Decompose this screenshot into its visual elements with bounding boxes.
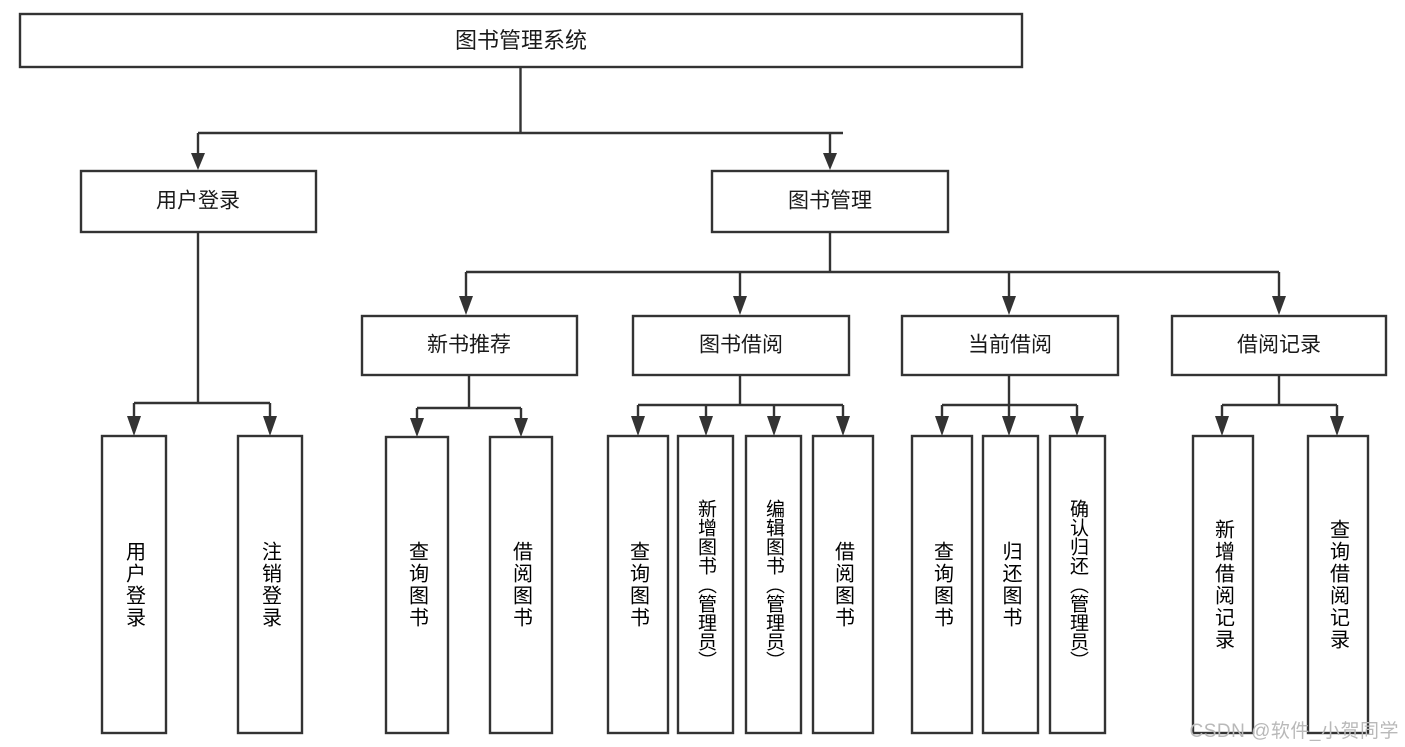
leaf-add-record-box[interactable] <box>1191 434 1255 735</box>
arrowhead-bm-to-newbook <box>459 296 473 315</box>
node-book-manage[interactable]: 图书管理 <box>710 169 950 234</box>
leaf-logout-login-box[interactable] <box>236 434 304 735</box>
arrowhead-nb-to-leaf1 <box>410 418 424 437</box>
arrowhead-bb-to-leaf3 <box>767 416 781 436</box>
node-leaf-confirm-return[interactable]: 确认归还（管理员） <box>1048 434 1107 735</box>
node-leaf-return-book[interactable]: 归还图书 <box>981 434 1040 735</box>
book-manage-label: 图书管理 <box>788 190 872 213</box>
user-login-label: 用户登录 <box>156 190 240 213</box>
leaf-query-book-3-label: 查询图书 <box>930 540 953 629</box>
node-leaf-add-book[interactable]: 新增图书（管理员） <box>676 434 735 735</box>
book-borrow-label: 图书借阅 <box>699 334 783 357</box>
arrowhead-cb-to-leaf1 <box>935 416 949 436</box>
leaf-query-book-1-box[interactable] <box>384 435 450 735</box>
borrow-record-box[interactable] <box>1170 314 1388 377</box>
node-leaf-query-record[interactable]: 查询借阅记录 <box>1306 434 1370 735</box>
leaf-borrow-book-1-box[interactable] <box>488 435 554 735</box>
arrowhead-bm-to-currentborrow <box>1002 296 1016 315</box>
leaf-query-book-3-box[interactable] <box>910 434 974 735</box>
leaf-borrow-book-2-label: 借阅图书 <box>831 540 854 629</box>
arrowhead-bb-to-leaf2 <box>699 416 713 436</box>
node-leaf-borrow-book-2[interactable]: 借阅图书 <box>811 434 875 735</box>
arrowhead-br-to-leaf2 <box>1330 416 1344 436</box>
node-leaf-query-book-2[interactable]: 查询图书 <box>606 434 670 735</box>
leaf-confirm-return-box[interactable] <box>1048 434 1107 735</box>
arrowhead-br-to-leaf1 <box>1215 416 1229 436</box>
leaf-query-record-box[interactable] <box>1306 434 1370 735</box>
leaf-edit-book-box[interactable] <box>744 434 803 735</box>
node-leaf-query-book-3[interactable]: 查询图书 <box>910 434 974 735</box>
arrowhead-cb-to-leaf3 <box>1070 416 1084 436</box>
leaf-confirm-return-label: 确认归还（管理员） <box>1067 499 1088 670</box>
leaf-borrow-book-1-label: 借阅图书 <box>509 541 532 629</box>
arrowhead-bb-to-leaf4 <box>836 416 850 436</box>
borrow-record-label: 借阅记录 <box>1237 334 1321 357</box>
leaf-query-record-label: 查询借阅记录 <box>1326 518 1349 651</box>
node-leaf-user-login[interactable]: 用户登录 <box>100 434 168 735</box>
leaf-user-login-label: 用户登录 <box>122 540 145 629</box>
leaf-query-book-2-label: 查询图书 <box>626 540 649 629</box>
arrowhead-nb-to-leaf2 <box>514 418 528 437</box>
leaf-query-book-1-label: 查询图书 <box>405 541 428 629</box>
node-user-login[interactable]: 用户登录 <box>79 169 318 234</box>
csdn-watermark: CSDN @软件_小贺同学 <box>1189 721 1399 742</box>
node-book-borrow[interactable]: 图书借阅 <box>631 314 851 377</box>
arrowhead-ul-to-leaf2 <box>263 416 277 436</box>
node-borrow-record[interactable]: 借阅记录 <box>1170 314 1388 377</box>
leaf-borrow-book-2-box[interactable] <box>811 434 875 735</box>
leaf-add-book-box[interactable] <box>676 434 735 735</box>
node-root[interactable]: 图书管理系统 <box>18 12 1024 69</box>
user-login-box[interactable] <box>79 169 318 234</box>
arrowhead-ul-to-leaf1 <box>127 416 141 436</box>
leaf-user-login-box[interactable] <box>100 434 168 735</box>
node-current-borrow[interactable]: 当前借阅 <box>900 314 1120 377</box>
arrowhead-cb-to-leaf2 <box>1002 416 1016 436</box>
edges-layer <box>127 67 1344 437</box>
node-leaf-logout-login[interactable]: 注销登录 <box>236 434 304 735</box>
node-leaf-add-record[interactable]: 新增借阅记录 <box>1191 434 1255 735</box>
arrowhead-bb-to-leaf1 <box>631 416 645 436</box>
node-new-book-rec[interactable]: 新书推荐 <box>360 314 579 377</box>
book-borrow-box[interactable] <box>631 314 851 377</box>
leaf-edit-book-label: 编辑图书（管理员） <box>763 499 784 670</box>
node-leaf-borrow-book-1[interactable]: 借阅图书 <box>488 435 554 735</box>
arrowhead-root-to-user-login <box>191 153 205 170</box>
new-book-rec-box[interactable] <box>360 314 579 377</box>
current-borrow-box[interactable] <box>900 314 1120 377</box>
leaf-add-book-label: 新增图书（管理员） <box>695 499 716 670</box>
arrowhead-bm-to-bookborrow <box>733 296 747 315</box>
arrowhead-root-to-book-manage <box>823 153 837 170</box>
leaf-return-book-box[interactable] <box>981 434 1040 735</box>
new-book-rec-label: 新书推荐 <box>427 334 511 357</box>
arrowhead-bm-to-borrowrecord <box>1272 296 1286 315</box>
leaf-add-record-label: 新增借阅记录 <box>1211 518 1234 651</box>
leaf-query-book-2-box[interactable] <box>606 434 670 735</box>
node-leaf-query-book-1[interactable]: 查询图书 <box>384 435 450 735</box>
root-box[interactable] <box>18 12 1024 69</box>
root-label: 图书管理系统 <box>455 28 587 53</box>
leaf-return-book-label: 归还图书 <box>999 540 1021 629</box>
current-borrow-label: 当前借阅 <box>968 334 1052 357</box>
node-leaf-edit-book[interactable]: 编辑图书（管理员） <box>744 434 803 735</box>
book-manage-box[interactable] <box>710 169 950 234</box>
leaf-logout-login-label: 注销登录 <box>258 540 281 629</box>
